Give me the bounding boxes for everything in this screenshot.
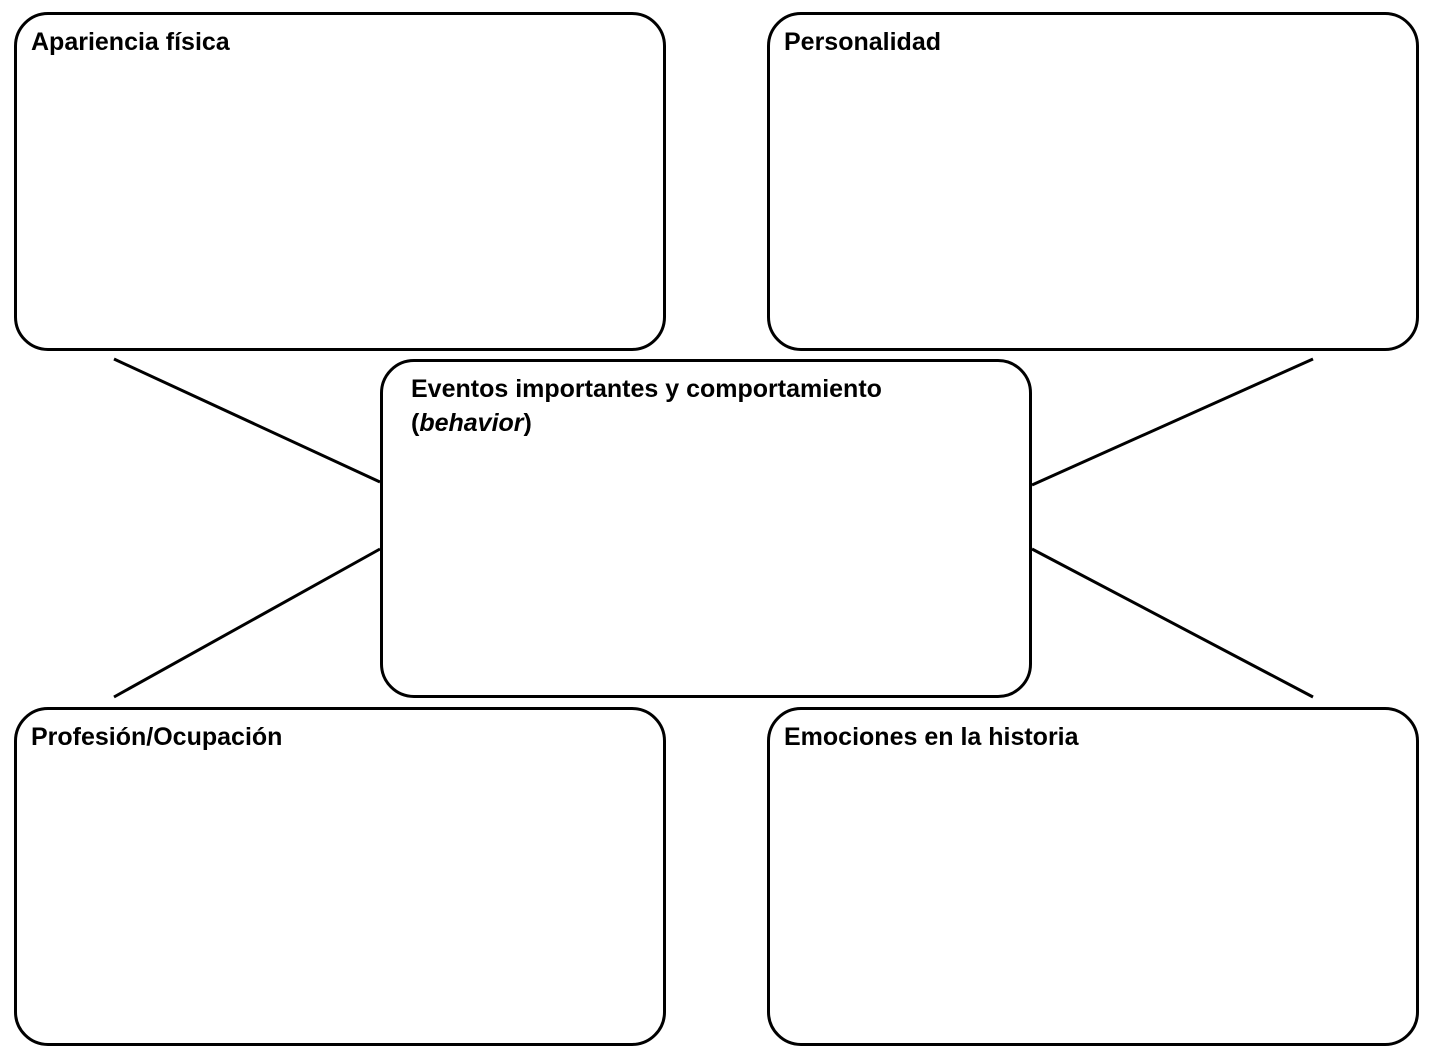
box-title-paren-open: ( [411,409,420,437]
connector-top-right [1031,357,1314,487]
connector-bottom-right [1031,547,1314,699]
box-profesion-ocupacion: Profesión/Ocupación [14,707,666,1046]
connector-top-left [113,357,381,484]
box-title: Apariencia física [31,28,230,56]
box-title: Personalidad [784,28,941,56]
box-title-paren-close: ) [523,409,532,437]
box-eventos-importantes: Eventos importantes y comportamiento (be… [380,359,1032,698]
box-personalidad: Personalidad [767,12,1419,351]
box-title-italic: behavior [419,409,524,437]
box-title: Profesión/Ocupación [31,723,283,751]
connector-bottom-left [113,547,381,699]
box-title: Emociones en la historia [784,723,1079,751]
box-title: Eventos importantes y comportamiento (be… [411,372,882,440]
box-title-line1: Eventos importantes y comportamiento [411,375,882,403]
box-emociones-historia: Emociones en la historia [767,707,1419,1046]
box-apariencia-fisica: Apariencia física [14,12,666,351]
